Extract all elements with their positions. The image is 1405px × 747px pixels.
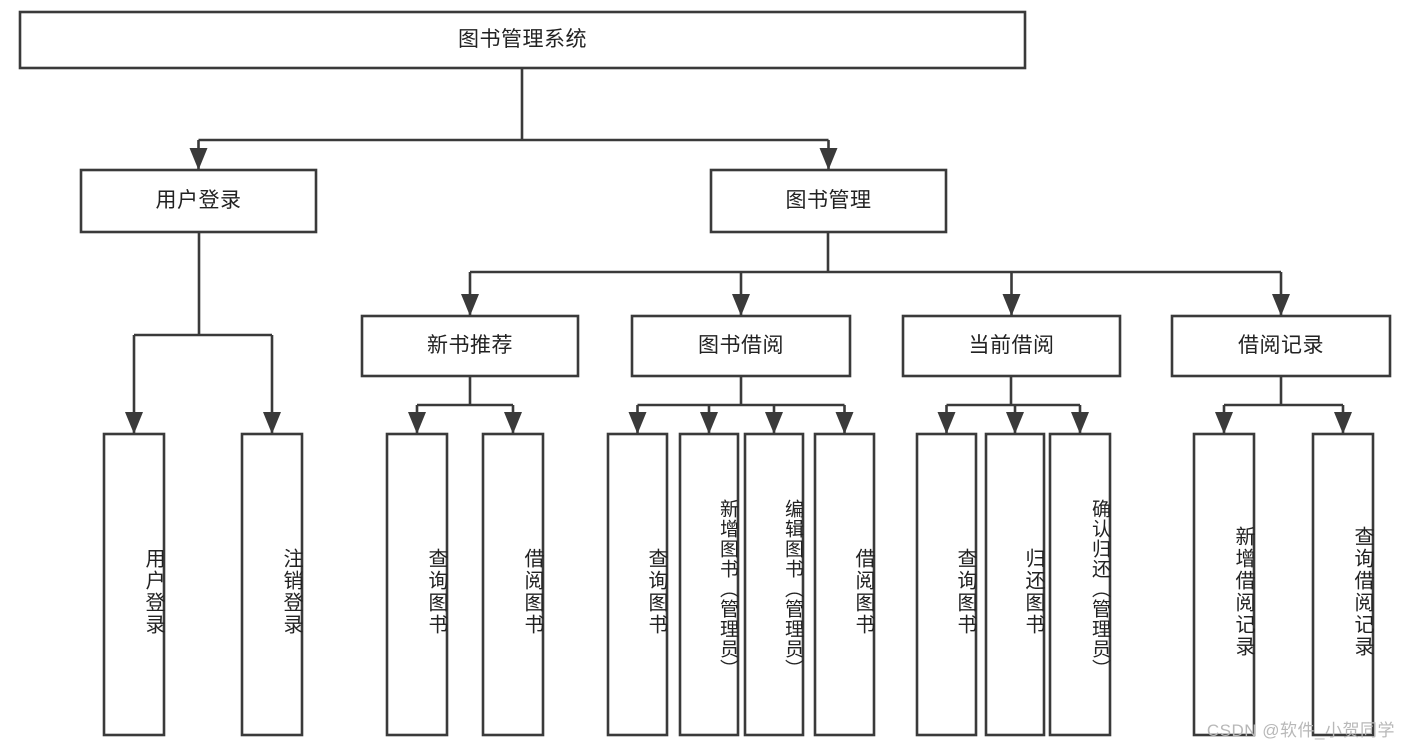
node-root[interactable] — [20, 12, 1025, 68]
node-l3_newbook[interactable] — [362, 316, 578, 376]
node-box-l2_user[interactable] — [79, 168, 318, 234]
node-leaf_br_query[interactable] — [608, 434, 667, 735]
arrow-head-icon — [1334, 412, 1352, 434]
arrow-head-icon — [1006, 412, 1024, 434]
arrow-head-icon — [700, 412, 718, 434]
node-box-l3_current[interactable] — [901, 314, 1122, 378]
arrow-head-icon — [1272, 294, 1290, 316]
node-leaf_br_borrow[interactable] — [815, 434, 874, 735]
node-leaf_rec_add[interactable] — [1194, 434, 1254, 735]
node-leaf_br_edit[interactable] — [745, 434, 803, 735]
node-leaf_new_borrow[interactable] — [483, 434, 543, 735]
node-leaf_new_query[interactable] — [387, 434, 447, 735]
node-l3_record[interactable] — [1172, 316, 1390, 376]
arrow-head-icon — [408, 412, 426, 434]
node-box-leaf_new_borrow[interactable] — [481, 432, 545, 737]
arrow-head-icon — [189, 148, 208, 170]
arrow-head-icon — [461, 294, 479, 316]
node-box-l2_book[interactable] — [709, 168, 948, 234]
arrow-head-icon — [504, 412, 522, 434]
node-box-leaf_new_query[interactable] — [385, 432, 449, 737]
node-box-leaf_br_query[interactable] — [606, 432, 669, 737]
node-box-leaf_rec_query[interactable] — [1311, 432, 1375, 737]
node-l2_book[interactable] — [711, 170, 946, 232]
arrow-head-icon — [937, 412, 956, 434]
arrow-head-icon — [819, 148, 838, 170]
node-box-leaf_cur_query[interactable] — [915, 432, 978, 737]
node-box-root[interactable] — [18, 10, 1027, 70]
arrow-head-icon — [732, 294, 750, 316]
node-box-leaf_user_logout[interactable] — [240, 432, 304, 737]
node-leaf_cur_return[interactable] — [986, 434, 1044, 735]
node-leaf_cur_query[interactable] — [917, 434, 976, 735]
arrow-head-icon — [628, 412, 647, 434]
arrow-head-icon — [835, 412, 854, 434]
arrow-head-icon — [765, 412, 783, 434]
arrow-head-icon — [125, 412, 143, 434]
node-l3_current[interactable] — [903, 316, 1120, 376]
node-l3_borrow[interactable] — [632, 316, 850, 376]
arrow-head-icon — [263, 412, 281, 434]
node-box-leaf_br_edit[interactable] — [743, 432, 805, 737]
node-l2_user[interactable] — [81, 170, 316, 232]
arrow-head-icon — [1071, 412, 1089, 434]
node-leaf_user_logout[interactable] — [242, 434, 302, 735]
arrow-head-icon — [1215, 412, 1233, 434]
node-leaf_br_add[interactable] — [680, 434, 738, 735]
node-box-layer — [18, 10, 1392, 737]
node-box-leaf_br_borrow[interactable] — [813, 432, 876, 737]
node-box-l3_record[interactable] — [1170, 314, 1392, 378]
node-box-l3_borrow[interactable] — [630, 314, 852, 378]
node-leaf_cur_confirm[interactable] — [1050, 434, 1110, 735]
arrow-head-icon — [1002, 294, 1021, 316]
connector-layer — [125, 68, 1352, 434]
node-box-leaf_user_login[interactable] — [102, 432, 166, 737]
node-box-l3_newbook[interactable] — [360, 314, 580, 378]
node-box-leaf_cur_confirm[interactable] — [1048, 432, 1112, 737]
node-box-leaf_cur_return[interactable] — [984, 432, 1046, 737]
node-leaf_user_login[interactable] — [104, 434, 164, 735]
node-leaf_rec_query[interactable] — [1313, 434, 1373, 735]
node-box-leaf_br_add[interactable] — [678, 432, 740, 737]
node-box-leaf_rec_add[interactable] — [1192, 432, 1256, 737]
